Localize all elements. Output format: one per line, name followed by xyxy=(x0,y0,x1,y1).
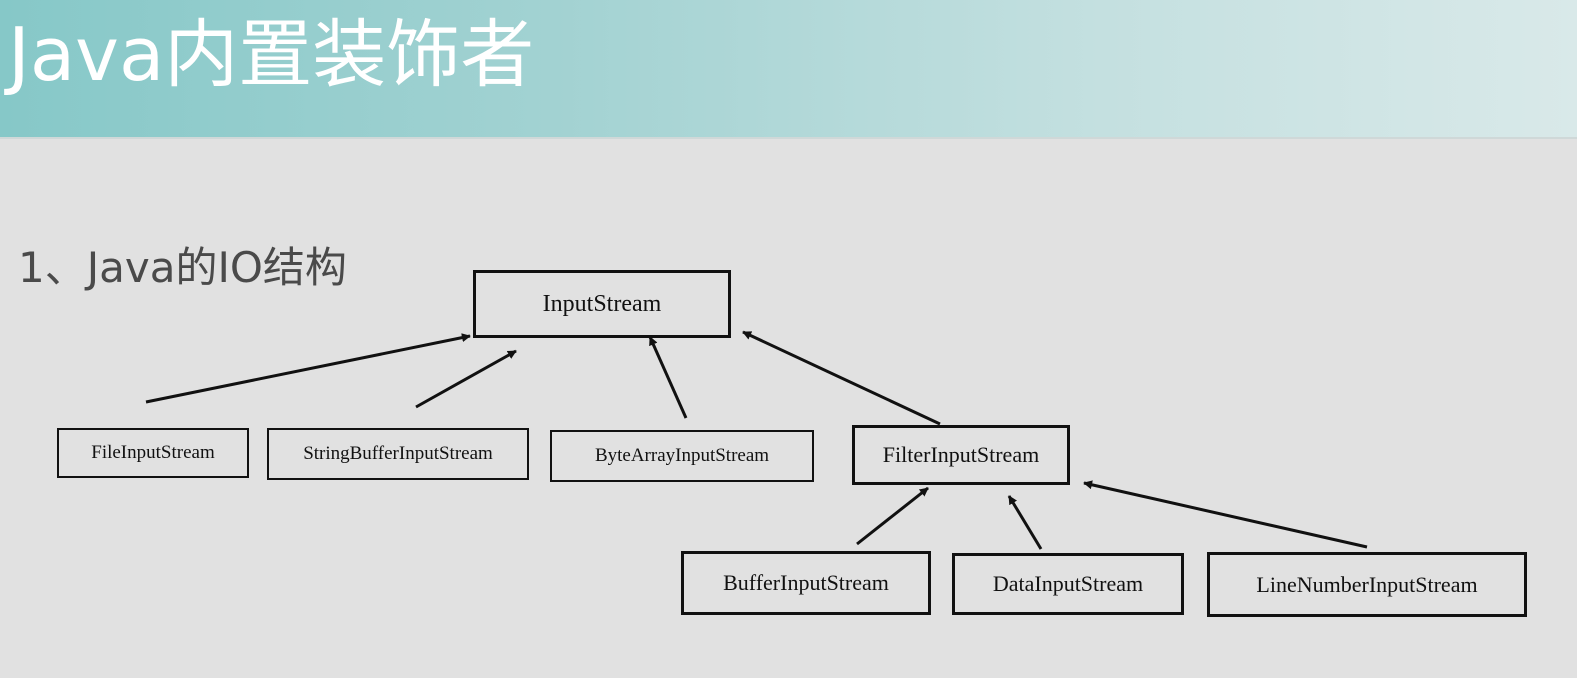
node-fileinputstream: FileInputStream xyxy=(57,428,249,478)
node-datainputstream: DataInputStream xyxy=(952,553,1184,615)
edge-file-to-inputstream xyxy=(145,333,471,404)
edge-data-to-filter xyxy=(1007,495,1043,550)
edge-stringbuffer-to-inputstream xyxy=(415,349,517,409)
slide-title: Java内置装饰者 xyxy=(8,12,535,98)
node-linenumberinputstream: LineNumberInputStream xyxy=(1207,552,1527,617)
node-bufferinputstream: BufferInputStream xyxy=(681,551,931,615)
edge-linenumber-to-filter xyxy=(1083,480,1368,549)
node-inputstream: InputStream xyxy=(473,270,731,338)
node-bytearrayinputstream: ByteArrayInputStream xyxy=(550,430,814,482)
edge-buffer-to-filter xyxy=(856,486,929,546)
edge-filter-to-inputstream xyxy=(742,330,941,426)
edge-bytearray-to-inputstream xyxy=(648,336,688,419)
node-filterinputstream: FilterInputStream xyxy=(852,425,1070,485)
slide-header: Java内置装饰者 xyxy=(0,0,1577,139)
section-heading: 1、Java的IO结构 xyxy=(18,243,347,292)
node-stringbufferinputstream: StringBufferInputStream xyxy=(267,428,529,480)
